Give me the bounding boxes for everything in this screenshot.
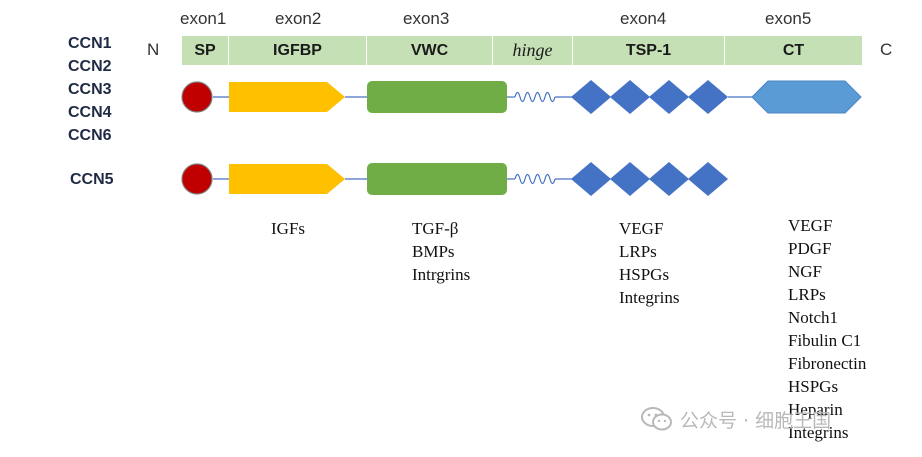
exon3-label: exon3 (403, 9, 450, 28)
wechat-icon (641, 407, 672, 431)
row2-tsp1-diamond (688, 162, 728, 196)
row1-tsp1-diamond (649, 80, 689, 114)
row2-sp-domain (181, 163, 213, 195)
family-group-2-labels: CCN5 (70, 168, 114, 191)
exon2-label: exon2 (275, 9, 322, 28)
binding-item: HSPGs (788, 377, 839, 396)
domain-igfbp-label: IGFBP (228, 36, 366, 65)
binding-item: BMPs (412, 242, 455, 261)
watermark: 公众号 · 细胞王国 (640, 405, 831, 433)
binding-item: PDGF (788, 239, 832, 258)
binding-item: HSPGs (619, 265, 670, 284)
c-terminus-label: C (880, 40, 893, 59)
binding-item: Fibulin C1 (788, 331, 862, 350)
binding-list-igfbp: IGFs (271, 217, 305, 240)
row2-tsp1-diamond (610, 162, 650, 196)
binding-item: Fibronectin (788, 354, 867, 373)
row1-igfbp-domain (229, 82, 345, 112)
binding-list-vwc: TGF-β BMPs Intrgrins (412, 217, 470, 286)
row1-tsp1-diamond (610, 80, 650, 114)
binding-item: Intrgrins (412, 265, 471, 284)
row1-vwc-domain (367, 81, 507, 113)
binding-item: NGF (788, 262, 823, 281)
exon5-label: exon5 (765, 9, 812, 28)
watermark-text: 公众号 · 细胞王国 (680, 409, 832, 432)
row1-hinge-wave (514, 91, 556, 103)
row1-tsp1-diamond (688, 80, 728, 114)
domain-sp-label: SP (194, 41, 216, 59)
domain-vwc-label: VWC (366, 36, 492, 65)
exon1-label: exon1 (180, 9, 227, 28)
row2-vwc-domain (367, 163, 507, 195)
row1-sp-domain (181, 81, 213, 113)
binding-item: Heparin (788, 400, 843, 419)
binding-item: LRPs (619, 242, 657, 261)
domain-tsp1-label: TSP-1 (572, 36, 724, 65)
row2-hinge-wave (514, 173, 556, 185)
family-label-ccn4: CCN4 (68, 104, 112, 121)
binding-item: Integrins (619, 288, 680, 307)
family-label-ccn5: CCN5 (70, 171, 114, 188)
row2-igfbp-domain (229, 164, 345, 194)
family-group-1-labels: CCN1 CCN2 CCN3 CCN4 CCN6 (68, 32, 112, 147)
domain-ct-label: CT (724, 36, 862, 65)
n-terminus-label: N (147, 40, 160, 59)
binding-item: Notch1 (788, 308, 839, 327)
row2-tsp1-diamond (649, 162, 689, 196)
row1-tsp1-diamond (571, 80, 611, 114)
family-label-ccn1: CCN1 (68, 35, 112, 52)
binding-item: Integrins (788, 423, 849, 442)
binding-item: IGFs (271, 219, 306, 238)
binding-list-ct: VEGF PDGF NGF LRPs Notch1 Fibulin C1 Fib… (788, 214, 866, 444)
binding-list-tsp1: VEGF LRPs HSPGs Integrins (619, 217, 679, 309)
binding-item: LRPs (788, 285, 826, 304)
row2-tsp1-diamond (571, 162, 611, 196)
domain-hinge-label: hinge (492, 36, 572, 65)
binding-item: VEGF (619, 219, 664, 238)
binding-item: VEGF (788, 216, 833, 235)
family-label-ccn3: CCN3 (68, 81, 112, 98)
binding-item: TGF-β (412, 219, 459, 238)
exon4-label: exon4 (620, 9, 667, 28)
domain-band: SP IGFBP VWC hinge TSP-1 CT (182, 36, 862, 65)
family-label-ccn2: CCN2 (68, 58, 112, 75)
row1-ct-domain (751, 80, 862, 114)
family-label-ccn6: CCN6 (68, 127, 112, 144)
